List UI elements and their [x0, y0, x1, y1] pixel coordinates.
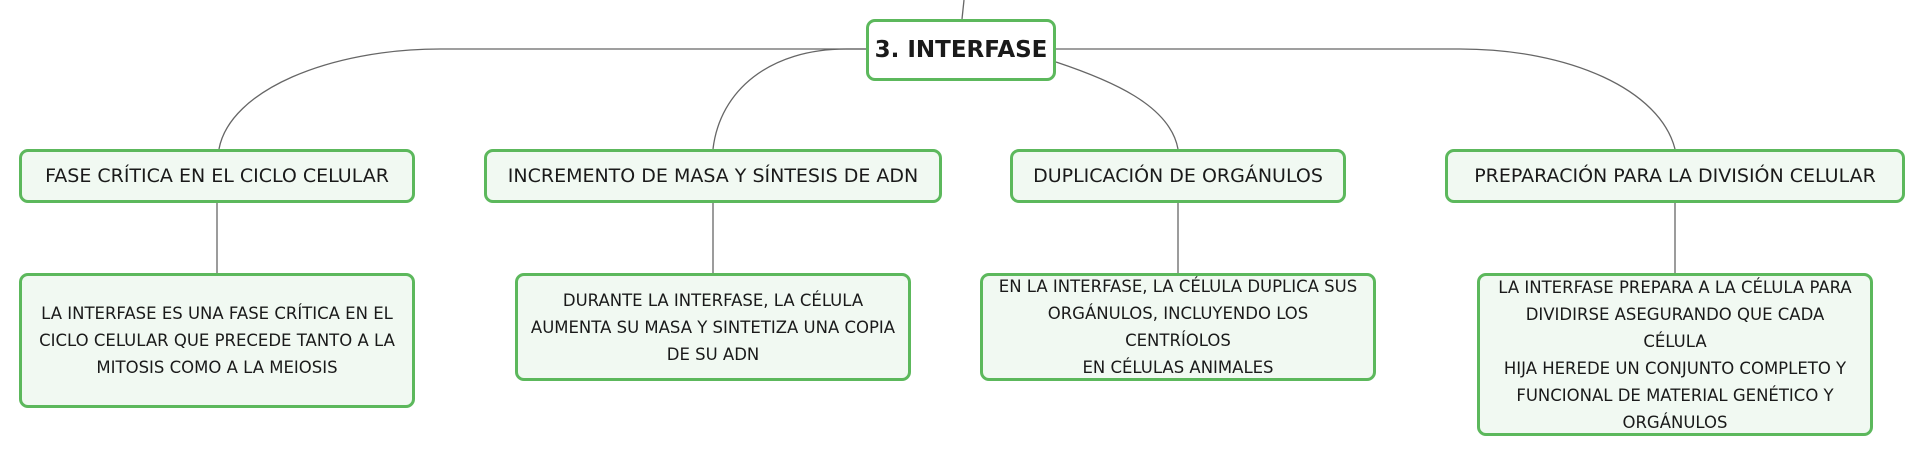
detail-line: ORGÁNULOS, INCLUYENDO LOS CENTRÍOLOS: [1047, 304, 1309, 350]
detail-text: LA INTERFASE PREPARA A LA CÉLULA PARA DI…: [1492, 274, 1858, 436]
connector-root-branch-2: [712, 48, 866, 150]
detail-line: LA INTERFASE ES UNA FASE CRÍTICA EN EL: [41, 304, 393, 323]
detail-node-fase-critica[interactable]: LA INTERFASE ES UNA FASE CRÍTICA EN EL C…: [19, 273, 415, 408]
connector-root-branch-3: [1055, 61, 1179, 150]
branch-label: FASE CRÍTICA EN EL CICLO CELULAR: [45, 165, 389, 187]
detail-line: AUMENTA SU MASA Y SINTETIZA UNA COPIA: [530, 317, 896, 337]
branch-node-fase-critica[interactable]: FASE CRÍTICA EN EL CICLO CELULAR: [19, 149, 415, 203]
detail-line: EN LA INTERFASE, LA CÉLULA DUPLICA SUS: [998, 277, 1358, 296]
branch-label: DUPLICACIÓN DE ORGÁNULOS: [1033, 165, 1323, 187]
detail-line: ORGÁNULOS: [1622, 412, 1728, 432]
branch-node-duplicacion-organulos[interactable]: DUPLICACIÓN DE ORGÁNULOS: [1010, 149, 1346, 203]
detail-line: DIVIDIRSE ASEGURANDO QUE CADA CÉLULA: [1525, 304, 1825, 351]
root-node-interfase[interactable]: 3. INTERFASE: [866, 19, 1056, 81]
connector-parent: [961, 0, 965, 20]
detail-line: EN CÉLULAS ANIMALES: [1082, 358, 1274, 377]
branch-label: PREPARACIÓN PARA LA DIVISIÓN CELULAR: [1474, 165, 1876, 187]
detail-line: DE SU ADN: [666, 344, 760, 364]
detail-line: CICLO CELULAR QUE PRECEDE TANTO A LA: [39, 331, 395, 350]
detail-node-incremento-masa[interactable]: DURANTE LA INTERFASE, LA CÉLULA AUMENTA …: [515, 273, 911, 381]
detail-text: EN LA INTERFASE, LA CÉLULA DUPLICA SUS O…: [995, 273, 1361, 381]
detail-line: HIJA HEREDE UN CONJUNTO COMPLETO Y: [1503, 358, 1847, 378]
detail-node-preparacion-division[interactable]: LA INTERFASE PREPARA A LA CÉLULA PARA DI…: [1477, 273, 1873, 436]
detail-text: LA INTERFASE ES UNA FASE CRÍTICA EN EL C…: [39, 300, 395, 381]
root-label: 3. INTERFASE: [874, 37, 1048, 63]
branch-label: INCREMENTO DE MASA Y SÍNTESIS DE ADN: [507, 165, 919, 187]
detail-line: LA INTERFASE PREPARA A LA CÉLULA PARA: [1498, 277, 1852, 297]
detail-text: DURANTE LA INTERFASE, LA CÉLULA AUMENTA …: [531, 287, 895, 368]
branch-node-incremento-masa[interactable]: INCREMENTO DE MASA Y SÍNTESIS DE ADN: [484, 149, 942, 203]
connector-root-branch-1: [218, 48, 866, 150]
detail-line: DURANTE LA INTERFASE, LA CÉLULA: [562, 290, 864, 310]
connector-root-branch-4: [1056, 48, 1676, 150]
detail-line: FUNCIONAL DE MATERIAL GENÉTICO Y: [1516, 385, 1834, 405]
branch-node-preparacion-division[interactable]: PREPARACIÓN PARA LA DIVISIÓN CELULAR: [1445, 149, 1905, 203]
detail-node-duplicacion-organulos[interactable]: EN LA INTERFASE, LA CÉLULA DUPLICA SUS O…: [980, 273, 1376, 381]
detail-line: MITOSIS COMO A LA MEIOSIS: [96, 358, 338, 377]
